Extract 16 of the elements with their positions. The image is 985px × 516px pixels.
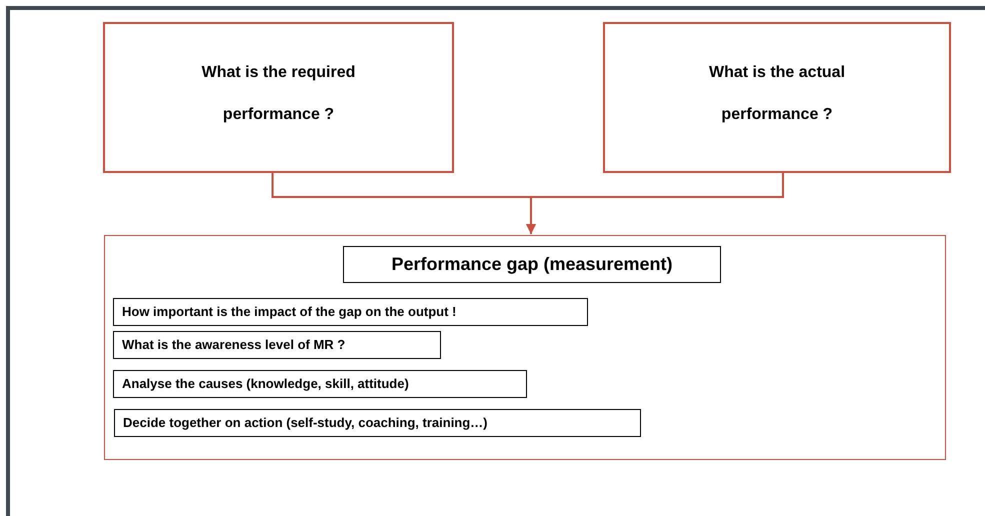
heading-box bbox=[343, 246, 721, 283]
question-box bbox=[603, 22, 951, 173]
step-box bbox=[113, 298, 588, 326]
step-box bbox=[114, 409, 641, 437]
step-text: Decide together on action (self-study, coaching, training…) bbox=[123, 414, 489, 432]
step-box bbox=[113, 331, 441, 359]
heading-text: Performance gap (measurement) bbox=[390, 253, 674, 276]
connector-arrow bbox=[526, 173, 784, 234]
step-text: Analyse the causes (knowledge, skill, attitude) bbox=[122, 375, 410, 393]
question-box bbox=[103, 22, 454, 173]
question-text: What is the actual performance ? bbox=[708, 63, 846, 125]
section-panel bbox=[104, 235, 946, 460]
step-text: What is the awareness level of MR ? bbox=[122, 336, 346, 354]
step-text: How important is the impact of the gap on the output ! bbox=[122, 303, 458, 321]
step-box bbox=[113, 370, 527, 398]
question-text: What is the required performance ? bbox=[200, 63, 356, 125]
